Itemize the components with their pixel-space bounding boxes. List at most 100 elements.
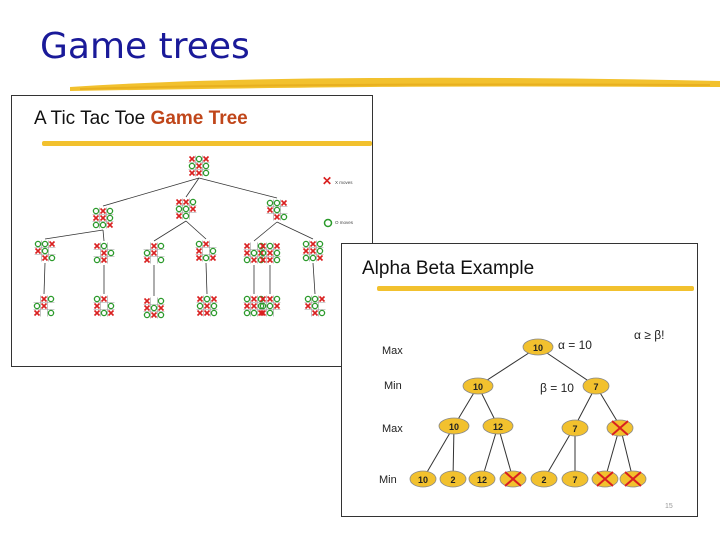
level-label-min-1: Min	[384, 380, 402, 392]
ttt-edge	[153, 220, 187, 242]
o-mark-icon	[188, 162, 196, 170]
legend-x-icon: ✕	[322, 174, 332, 188]
o-mark-icon	[266, 309, 274, 317]
o-mark-icon	[195, 240, 203, 248]
x-mark-icon	[100, 295, 108, 303]
title-underline-brush	[70, 77, 720, 91]
x-mark-icon	[189, 205, 197, 213]
x-mark-icon	[195, 247, 203, 255]
ttt-board	[196, 295, 218, 317]
o-mark-icon	[259, 249, 267, 257]
o-mark-icon	[259, 302, 267, 310]
leaf-1-value: 10	[418, 475, 428, 485]
level-label-min-2: Min	[379, 474, 397, 486]
x-mark-icon	[93, 302, 101, 310]
x-mark-icon	[40, 295, 48, 303]
alpha-beta-tree-diagram: Max Min Max Min α = 10 β = 10 α ≥ β! 10 …	[379, 328, 673, 510]
o-mark-icon	[41, 247, 49, 255]
o-mark-icon	[266, 199, 274, 207]
o-mark-icon	[175, 205, 183, 213]
x-mark-icon	[175, 198, 183, 206]
o-mark-icon	[273, 249, 281, 257]
o-mark-icon	[100, 309, 108, 317]
x-mark-icon	[304, 302, 312, 310]
o-mark-icon	[202, 169, 210, 177]
ttt-board	[243, 295, 265, 317]
x-mark-icon	[273, 242, 281, 250]
node-max-lr: 12	[482, 417, 514, 435]
ttt-edge	[198, 177, 278, 199]
level-label-max-1: Max	[382, 345, 403, 357]
x-mark-icon	[196, 295, 204, 303]
ttt-heading-bar	[42, 141, 372, 146]
x-mark-icon	[175, 212, 183, 220]
o-mark-icon	[273, 199, 281, 207]
o-mark-icon	[41, 240, 49, 248]
o-mark-icon	[106, 214, 114, 222]
o-mark-icon	[189, 198, 197, 206]
o-mark-icon	[195, 155, 203, 163]
x-mark-icon	[93, 309, 101, 317]
o-mark-icon	[157, 297, 165, 305]
o-mark-icon	[143, 311, 151, 319]
node-root: 10	[522, 338, 554, 356]
ttt-edge	[276, 221, 314, 240]
x-mark-icon	[150, 311, 158, 319]
o-mark-icon	[47, 309, 55, 317]
node-min-left-value: 10	[473, 382, 483, 392]
x-mark-icon	[280, 199, 288, 207]
ttt-edge	[253, 221, 278, 242]
o-mark-icon	[250, 249, 258, 257]
x-mark-icon	[318, 295, 326, 303]
x-mark-icon	[33, 309, 41, 317]
x-mark-icon	[311, 309, 319, 317]
o-mark-icon	[157, 256, 165, 264]
ttt-edge	[43, 262, 46, 295]
x-mark-icon	[40, 302, 48, 310]
x-mark-icon	[203, 309, 211, 317]
x-mark-icon	[202, 155, 210, 163]
ttt-legend: ✕ X moves O moves	[322, 174, 354, 228]
ttt-board	[93, 295, 115, 317]
leaf-1: 10	[409, 470, 437, 488]
x-mark-icon	[309, 247, 317, 255]
o-mark-icon	[92, 221, 100, 229]
ttt-board	[93, 242, 115, 264]
o-mark-icon	[202, 162, 210, 170]
legend-o-icon	[323, 218, 333, 228]
ttt-edge	[185, 220, 207, 240]
leaf-2: 2	[439, 470, 467, 488]
ttt-board	[33, 295, 55, 317]
ttt-edge	[102, 229, 105, 242]
x-mark-icon	[273, 302, 281, 310]
x-mark-icon	[250, 256, 258, 264]
o-mark-icon	[318, 309, 326, 317]
x-mark-icon	[48, 240, 56, 248]
leaf-7-pruned	[591, 470, 619, 488]
pruned-x-icon	[504, 471, 522, 487]
o-mark-icon	[107, 249, 115, 257]
o-mark-icon	[202, 254, 210, 262]
ab-heading-bar	[377, 286, 694, 291]
pruned-x-icon	[624, 471, 642, 487]
x-mark-icon	[259, 309, 267, 317]
x-mark-icon	[143, 297, 151, 305]
o-mark-icon	[304, 295, 312, 303]
o-mark-icon	[182, 212, 190, 220]
leaf-5-value: 2	[541, 475, 546, 485]
node-root-value: 10	[533, 343, 543, 353]
slide-page-number: 15	[665, 503, 673, 510]
leaf-4-pruned	[499, 470, 527, 488]
x-mark-icon	[309, 240, 317, 248]
x-mark-icon	[143, 256, 151, 264]
o-mark-icon	[316, 247, 324, 255]
x-mark-icon	[92, 214, 100, 222]
o-mark-icon	[92, 207, 100, 215]
ttt-edge	[44, 229, 104, 240]
o-mark-icon	[316, 240, 324, 248]
o-mark-icon	[100, 242, 108, 250]
x-mark-icon	[259, 256, 267, 264]
ttt-board	[143, 242, 165, 264]
o-mark-icon	[280, 213, 288, 221]
o-mark-icon	[257, 302, 265, 310]
